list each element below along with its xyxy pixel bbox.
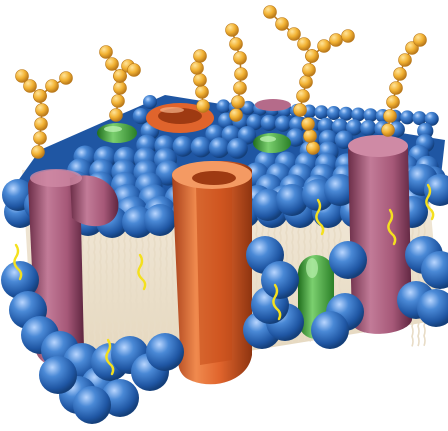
glycan-bead (234, 82, 247, 95)
lipid-head (227, 138, 248, 159)
lipid-head (315, 105, 329, 119)
glycan-bead (110, 109, 123, 122)
glycan-bead (128, 64, 141, 77)
lipid-head (364, 108, 378, 122)
glycan-bead (304, 130, 317, 143)
glycan-bead (46, 80, 59, 93)
lipid-head (360, 120, 376, 136)
glycan-bead (194, 50, 207, 63)
glycan-bead (34, 132, 47, 145)
glycan-bead (234, 52, 247, 65)
lipid-head (329, 241, 367, 279)
glycan-bead (298, 38, 311, 51)
glycan-bead (384, 110, 397, 123)
glycan-bead (306, 50, 319, 63)
glycan-bead (318, 40, 331, 53)
glycan-bead (382, 124, 395, 137)
glycan-bead (288, 28, 301, 41)
glycan-bead (276, 18, 289, 31)
glycan-bead (36, 104, 49, 117)
glycan-bead (35, 118, 48, 131)
lipid-head (217, 99, 231, 113)
lipid-head (146, 333, 184, 371)
glycan-bead (194, 74, 207, 87)
peripheral-protein-top-right (253, 133, 291, 153)
peripheral-protein-top-left (97, 123, 137, 143)
glycan-bead (390, 82, 403, 95)
glycan-bead (330, 34, 343, 47)
glycan-bead (34, 90, 47, 103)
glycan-bead (114, 82, 127, 95)
glycan-bead (394, 68, 407, 81)
glycan-bead (342, 30, 355, 43)
glycan-bead (100, 46, 113, 59)
lipid-head (173, 136, 194, 157)
glycan-bead (307, 142, 320, 155)
glycan-bead (230, 109, 243, 122)
glycan-bead (297, 90, 310, 103)
glycan-bead (197, 100, 210, 113)
glycan-bead (294, 104, 307, 117)
lipid-head (400, 110, 414, 124)
lipid-head (144, 204, 176, 236)
glycan-bead (264, 6, 277, 19)
glycan-bead (191, 62, 204, 75)
glycan-bead (226, 24, 239, 37)
glycan-bead (303, 64, 316, 77)
channel-protein (172, 161, 252, 384)
lipid-head (311, 311, 349, 349)
lipid-head (261, 261, 299, 299)
lipid-head (327, 106, 341, 120)
glycan-bead (16, 70, 29, 83)
glycan-bead (60, 72, 73, 85)
integral-protein-cap (255, 99, 291, 111)
lipid-head (275, 115, 291, 131)
lipid-head (143, 95, 157, 109)
glycan-bead (235, 68, 248, 81)
lipid-head (209, 137, 230, 158)
glycan-bead (399, 54, 412, 67)
glycan-bead (300, 76, 313, 89)
lipid-head (39, 356, 77, 394)
glycan-bead (112, 95, 125, 108)
glycan-bead (32, 146, 45, 159)
glycan-bead (230, 38, 243, 51)
glycan-bead (196, 86, 209, 99)
glycan-bead (387, 96, 400, 109)
lipid-head (73, 386, 111, 424)
glycan-bead (106, 58, 119, 71)
glycan-bead (302, 118, 315, 131)
lipid-head (261, 115, 277, 131)
glycan-bead (414, 34, 427, 47)
glycan-bead (232, 96, 245, 109)
lipid-head (191, 137, 212, 158)
